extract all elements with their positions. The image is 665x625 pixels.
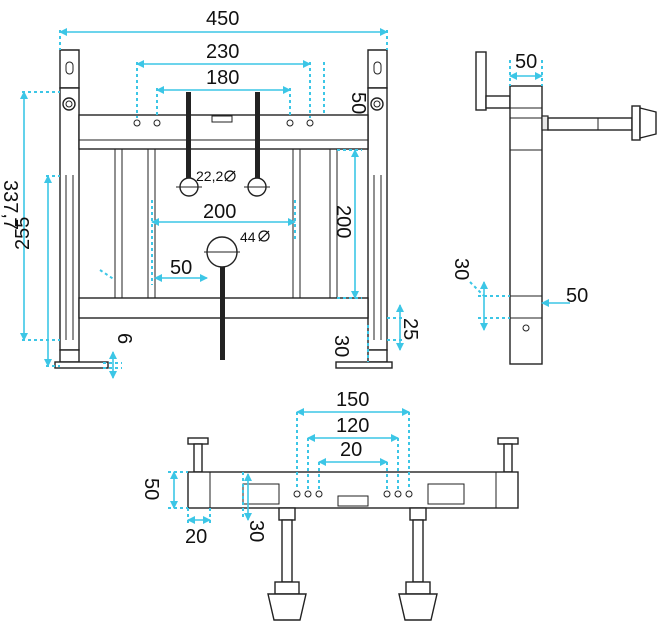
diameter-icon: [224, 170, 236, 182]
dim-foot-6: 6: [113, 333, 135, 344]
left-post: [59, 87, 80, 351]
right-post: [367, 87, 388, 351]
dim-frame-height: 200: [332, 205, 354, 238]
top-leg-right: [398, 507, 438, 621]
side-dim-bottom-width: 50: [566, 285, 588, 307]
dim-inner-holes: 180: [206, 67, 239, 89]
dim-pipe-offset: 50: [170, 257, 192, 279]
dim-outer-holes: 230: [206, 41, 239, 63]
top-crossbar: [78, 114, 369, 150]
top-dim-120: 120: [336, 415, 369, 437]
left-foot: [54, 349, 109, 369]
left-top-bracket: [59, 49, 80, 89]
top-dim-150: 150: [336, 389, 369, 411]
top-body: [187, 471, 519, 509]
side-dim-bottom-height: 30: [450, 258, 472, 280]
dim-foot-30: 30: [330, 335, 352, 357]
dim-top-offset: 50: [347, 92, 369, 114]
left-screw-head: [62, 97, 76, 111]
right-top-bracket: [367, 49, 388, 89]
rod-drain: [220, 248, 225, 360]
dim-pipe-diameter-small: 22,2: [196, 168, 223, 184]
top-dim-20-bottom: 20: [185, 526, 207, 548]
top-dim-20-top: 20: [340, 439, 362, 461]
dim-inner-height: 255: [12, 217, 34, 250]
rod-right: [255, 92, 260, 196]
dim-total-height: 337,7: [0, 180, 21, 230]
front-view: 450 230 180 50 337,7 255 22,2: [0, 8, 421, 379]
top-view: 150 120 20 50 20 30: [140, 389, 519, 621]
dim-pipe-spacing: 200: [203, 201, 236, 223]
side-bracket: [475, 51, 487, 111]
dim-total-width: 450: [206, 8, 239, 30]
side-dim-top-width: 50: [515, 51, 537, 73]
side-view: 50 30 50: [450, 51, 657, 365]
top-dim-30: 30: [245, 520, 267, 542]
top-leg-left: [267, 507, 307, 621]
side-column: [509, 85, 543, 365]
diameter-icon: [258, 230, 270, 242]
rod-left: [186, 92, 191, 196]
dim-pipe-diameter-large: 44: [240, 229, 256, 245]
right-screw-head: [370, 97, 384, 111]
side-pipe: [547, 117, 633, 131]
dim-foot-25: 25: [399, 318, 421, 340]
top-dim-depth: 50: [140, 478, 162, 500]
